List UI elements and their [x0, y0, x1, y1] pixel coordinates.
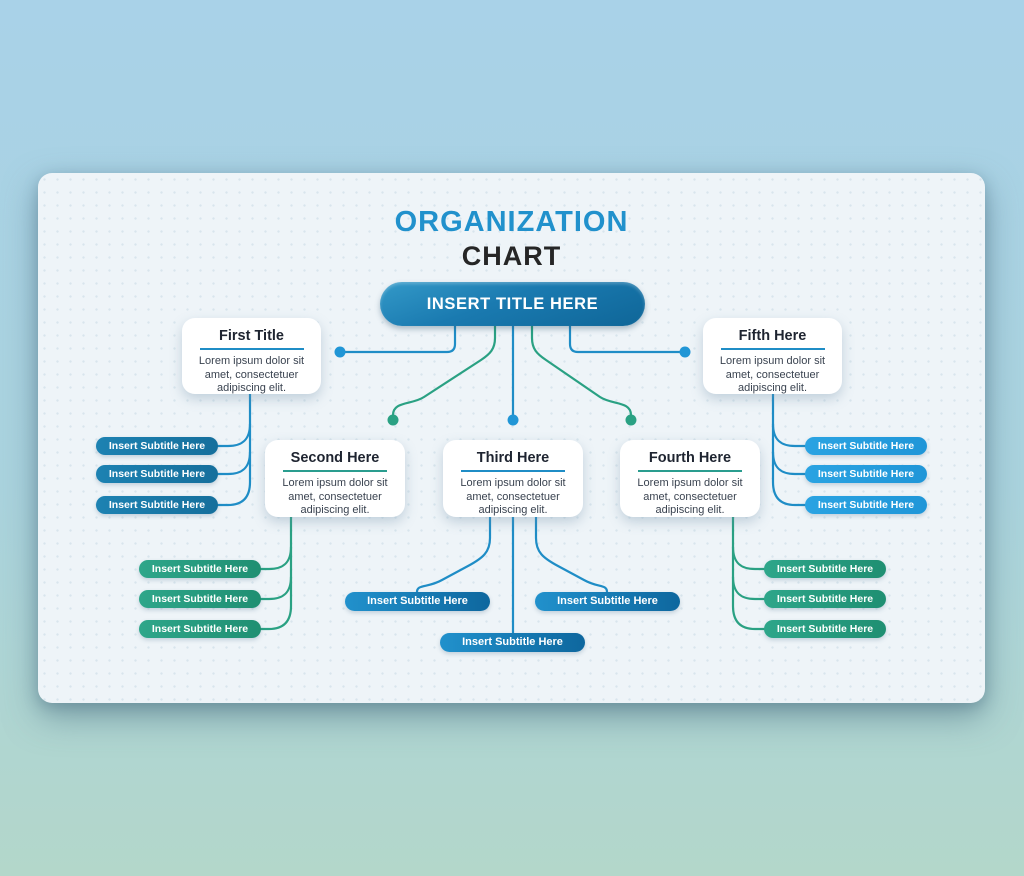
node-body: Lorem ipsum dolor sit amet, consectetuer…: [282, 477, 388, 517]
node-body: Lorem ipsum dolor sit amet, consectetuer…: [719, 355, 826, 395]
subtitle-pill-right-3[interactable]: Insert Subtitle Here: [805, 496, 927, 514]
subtitle-pill-bottom-left-3[interactable]: Insert Subtitle Here: [139, 620, 261, 638]
node-card-fifth[interactable]: Fifth Here Lorem ipsum dolor sit amet, c…: [703, 318, 842, 394]
subtitle-pill-left-2[interactable]: Insert Subtitle Here: [96, 465, 218, 483]
node-body: Lorem ipsum dolor sit amet, consectetuer…: [460, 477, 566, 517]
node-title: Second Here: [290, 450, 380, 466]
card-divider: [461, 470, 565, 472]
subtitle-pill-bottom-right-1[interactable]: Insert Subtitle Here: [764, 560, 886, 578]
node-body: Lorem ipsum dolor sit amet, consectetuer…: [198, 355, 305, 395]
node-title: Third Here: [476, 450, 550, 466]
subtitle-pill-right-1[interactable]: Insert Subtitle Here: [805, 437, 927, 455]
subtitle-pill-bottom-middle-1[interactable]: Insert Subtitle Here: [345, 592, 490, 611]
subtitle-pill-left-3[interactable]: Insert Subtitle Here: [96, 496, 218, 514]
node-title: Fourth Here: [648, 450, 732, 466]
subtitle-pill-bottom-left-1[interactable]: Insert Subtitle Here: [139, 560, 261, 578]
subtitle-pill-right-2[interactable]: Insert Subtitle Here: [805, 465, 927, 483]
node-body: Lorem ipsum dolor sit amet, consectetuer…: [637, 477, 743, 517]
subtitle-pill-left-1[interactable]: Insert Subtitle Here: [96, 437, 218, 455]
subtitle-pill-bottom-right-2[interactable]: Insert Subtitle Here: [764, 590, 886, 608]
node-card-fourth[interactable]: Fourth Here Lorem ipsum dolor sit amet, …: [620, 440, 760, 517]
page-title-line1: ORGANIZATION: [394, 206, 629, 238]
subtitle-pill-bottom-middle-3[interactable]: Insert Subtitle Here: [440, 633, 585, 652]
subtitle-pill-bottom-left-2[interactable]: Insert Subtitle Here: [139, 590, 261, 608]
node-card-second[interactable]: Second Here Lorem ipsum dolor sit amet, …: [265, 440, 405, 517]
subtitle-pill-bottom-right-3[interactable]: Insert Subtitle Here: [764, 620, 886, 638]
node-card-third[interactable]: Third Here Lorem ipsum dolor sit amet, c…: [443, 440, 583, 517]
page-title-line2: CHART: [461, 241, 562, 271]
card-divider: [199, 348, 304, 350]
card-divider: [283, 470, 387, 472]
insert-title-button[interactable]: INSERT TITLE HERE: [380, 282, 645, 326]
subtitle-pill-bottom-middle-2[interactable]: Insert Subtitle Here: [535, 592, 680, 611]
node-title: Fifth Here: [738, 328, 807, 344]
card-divider: [720, 348, 825, 350]
node-title: First Title: [219, 328, 284, 344]
card-divider: [638, 470, 742, 472]
node-card-first[interactable]: First Title Lorem ipsum dolor sit amet, …: [182, 318, 321, 394]
